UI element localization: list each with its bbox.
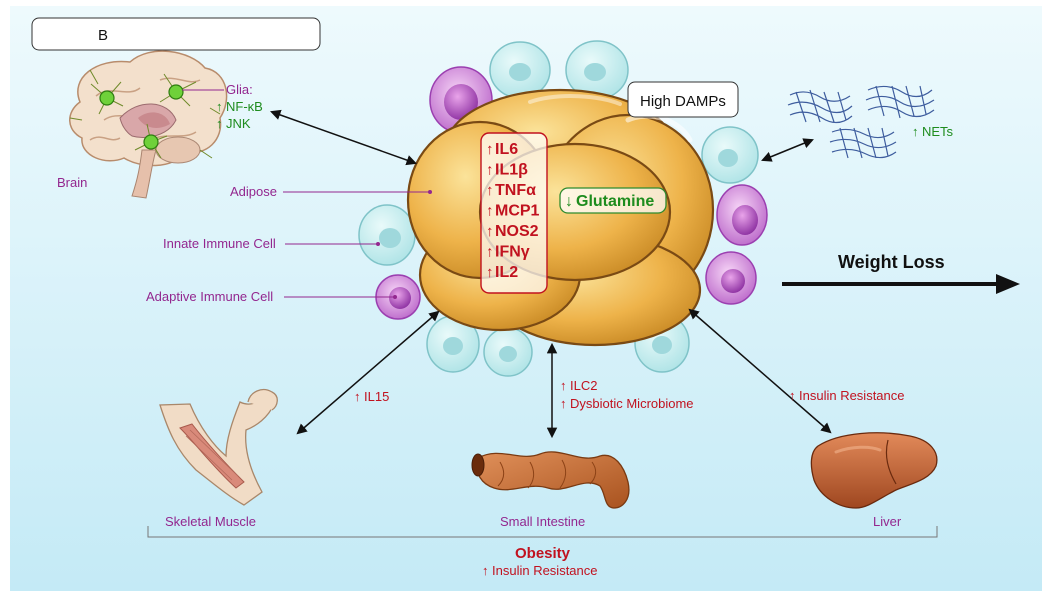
cytokine-label: IL1β (495, 162, 528, 179)
innate-immune-cell (426, 315, 480, 373)
adaptive-leader-dot (393, 295, 397, 299)
up-arrow-icon: ↑ (354, 389, 361, 404)
innate-leader-dot (376, 242, 380, 246)
double-arrow-icon (270, 109, 417, 166)
innate-immune-cell (483, 327, 533, 377)
up-arrow-icon: ↑ (912, 124, 919, 139)
up-arrow-icon: ↑ (486, 141, 494, 158)
cytokine-label: MCP1 (495, 203, 540, 220)
cytokine-label: IL6 (495, 141, 518, 158)
nets-label: NETs (922, 124, 954, 139)
up-arrow-icon: ↑ (560, 378, 567, 393)
up-arrow-icon: ↑ (486, 162, 494, 179)
up-arrow-icon: ↑ (486, 203, 494, 220)
up-arrow-icon: ↑ (486, 264, 494, 281)
liver-label: Liver (873, 514, 902, 529)
up-arrow-icon: ↑ (216, 99, 223, 114)
liver-illustration (810, 432, 938, 509)
adipose-highlight (528, 94, 622, 106)
cytokine-label: TNFα (495, 182, 536, 199)
weight-loss-label: Weight Loss (838, 252, 945, 272)
up-arrow-icon: ↑ (486, 244, 494, 261)
intestine-label: Small Intestine (500, 514, 585, 529)
muscle-illustration (159, 388, 278, 506)
double-arrow-icon (761, 138, 814, 162)
double-arrow-icon (688, 308, 832, 434)
muscle-marker: IL15 (364, 389, 389, 404)
muscle-label: Skeletal Muscle (165, 514, 256, 529)
innate-immune-cell (358, 204, 416, 266)
brain-marker-nfkb: NF-κB (226, 99, 263, 114)
innate-immune-cell (701, 126, 759, 184)
cytokine-box (480, 132, 548, 294)
liver-marker: Insulin Resistance (799, 388, 905, 403)
adaptive-immune-cell (705, 251, 757, 305)
up-arrow-icon: ↑ (216, 116, 223, 131)
damps-label: High DAMPs (640, 93, 726, 110)
adipose-tissue (406, 88, 715, 347)
innate-label: Innate Immune Cell (163, 236, 276, 251)
brain-label: Brain (57, 175, 87, 190)
adipose-label: Adipose (230, 184, 277, 199)
obesity-marker: Insulin Resistance (492, 563, 598, 578)
cytokine-list: ↑IL6↑IL1β↑TNFα↑MCP1↑NOS2↑IFNγ↑IL2 (486, 141, 540, 281)
obesity-bracket (147, 526, 938, 538)
up-arrow-icon: ↑ (486, 182, 494, 199)
damps-box (627, 81, 739, 118)
cytokine-label: IFNγ (495, 244, 530, 261)
obesity-title: Obesity (515, 545, 571, 562)
nets-illustration (787, 85, 935, 159)
adaptive-label: Adaptive Immune Cell (146, 289, 273, 304)
panel-label: B (98, 27, 108, 44)
intestine-marker-ilc2: ILC2 (570, 378, 597, 393)
down-arrow-icon: ↓ (565, 193, 573, 210)
up-arrow-icon: ↑ (482, 563, 489, 578)
up-arrow-icon: ↑ (560, 396, 567, 411)
panel-label-box (31, 17, 321, 51)
adaptive-immune-cell (375, 274, 421, 320)
cytokine-label: IL2 (495, 264, 518, 281)
intestine-marker-microbiome: Dysbiotic Microbiome (570, 396, 694, 411)
glutamine-box (559, 187, 667, 214)
adipose-highlight (625, 113, 693, 143)
up-arrow-icon: ↑ (789, 388, 796, 403)
innate-immune-cell (489, 41, 551, 99)
brain-marker-jnk: JNK (226, 116, 251, 131)
right-arrow-head (996, 274, 1020, 294)
intestine-illustration (471, 451, 630, 509)
cytokine-label: NOS2 (495, 223, 539, 240)
up-arrow-icon: ↑ (486, 223, 494, 240)
adipose-leader-dot (428, 190, 432, 194)
double-arrow-icon (296, 310, 440, 435)
innate-immune-cell (565, 40, 629, 100)
adaptive-immune-cell (716, 184, 768, 246)
glia-title: Glia: (226, 82, 253, 97)
immune-cells-cluster (358, 40, 768, 377)
glutamine-label: Glutamine (576, 193, 654, 210)
brain-illustration (69, 50, 228, 199)
